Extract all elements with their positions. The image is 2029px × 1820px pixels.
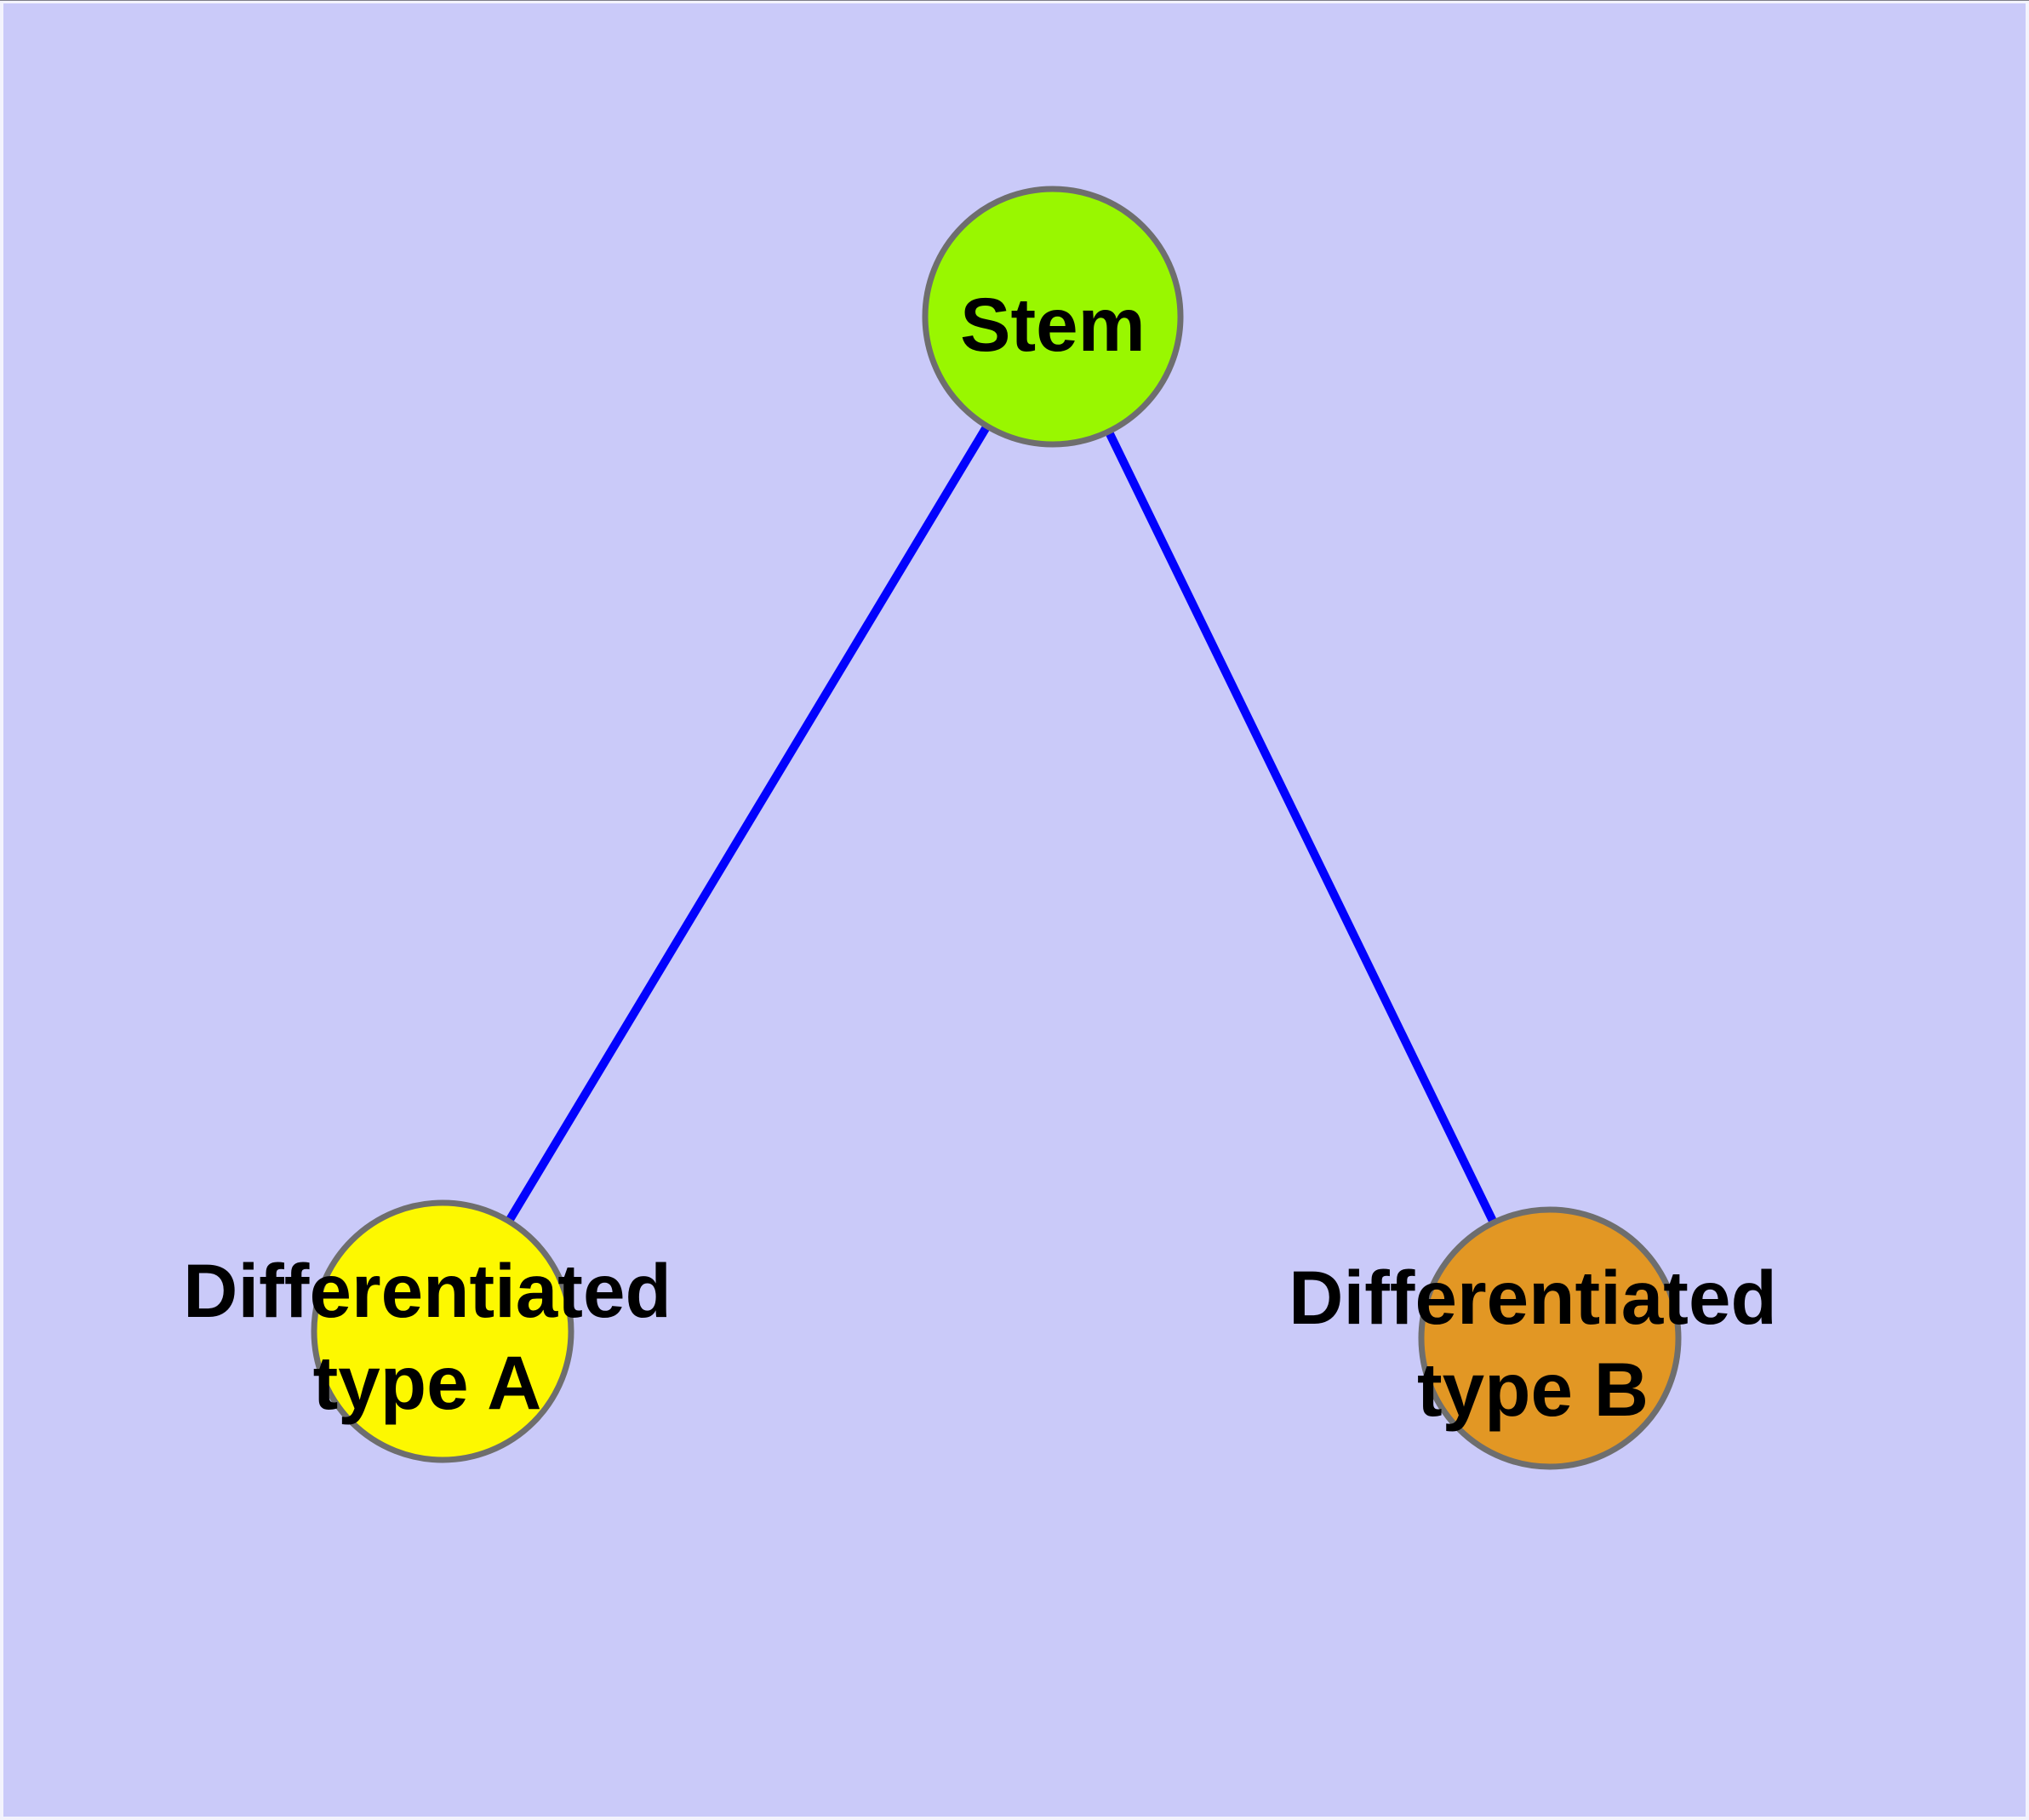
node-type-a-circle[interactable]	[311, 1199, 574, 1463]
node-stem[interactable]: Stem	[922, 186, 1184, 448]
node-stem-circle[interactable]	[922, 186, 1184, 448]
edge-stem-type-b[interactable]	[1049, 314, 1554, 1341]
edge-stem-type-a[interactable]	[438, 314, 1057, 1334]
node-type-b-circle[interactable]	[1418, 1206, 1682, 1470]
canvas-top-hairline	[0, 0, 2029, 1]
